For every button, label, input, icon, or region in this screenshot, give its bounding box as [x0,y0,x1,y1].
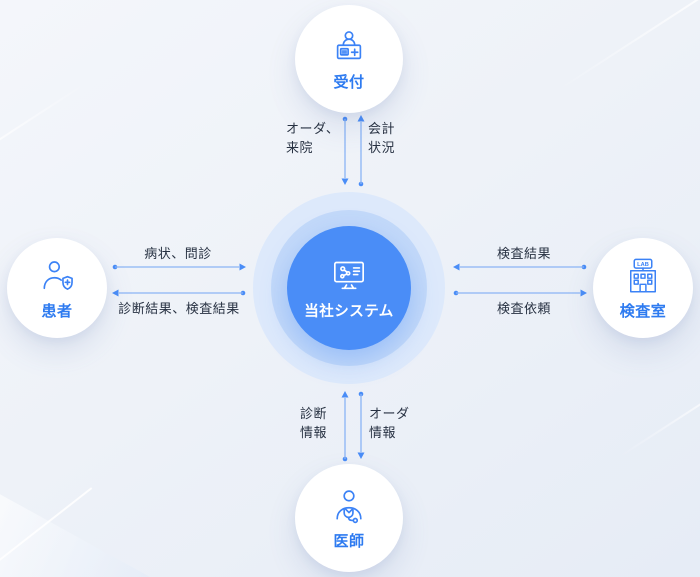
node-reception-label: 受付 [333,74,365,91]
flow-arrow-system-to-doctor [357,391,365,459]
flow-arrow-system-to-reception [357,115,365,187]
flow-arrow-system-to-lab [453,289,587,297]
patient-shield-icon [43,261,73,290]
doctor-stethoscope-icon [336,490,362,524]
node-lab: LAB 検査室 [593,238,693,338]
node-patient-label: 患者 [41,303,73,320]
lab-sign-text: LAB [637,262,649,268]
flow-arrow-patient-to-system [112,263,246,271]
hub-system-label: 当社システム [304,304,394,320]
node-lab-label: 検査室 [619,303,667,320]
node-doctor-label: 医師 [333,533,365,550]
node-patient: 患者 [7,238,107,338]
flow-label-order-visit: オーダ、 来院 [286,121,340,155]
flow-label-test-request: 検査依頼 [496,301,551,316]
flow-label-billing-status: 会計 状況 [368,121,396,155]
flow-label-diagnosis-info: 診断 情報 [300,406,328,440]
flow-arrow-doctor-to-system [341,391,349,462]
flow-arrow-system-to-patient [112,289,246,297]
lab-building-icon: LAB [630,258,656,293]
flow-label-diagnosis-test-results: 診断結果、検査結果 [118,301,240,316]
flow-arrow-reception-to-system [341,116,349,185]
flow-label-order-info: オーダ 情報 [369,406,410,440]
receptionist-desk-icon [336,31,362,60]
flow-arrow-lab-to-system [453,263,587,271]
node-reception: 受付 [295,5,403,113]
flow-label-symptoms-interview: 病状、問診 [144,246,212,261]
flow-label-test-results: 検査結果 [496,246,551,261]
system-monitor-icon [334,261,364,290]
hub-system-node: 当社システム [287,226,411,350]
node-doctor: 医師 [295,464,403,572]
